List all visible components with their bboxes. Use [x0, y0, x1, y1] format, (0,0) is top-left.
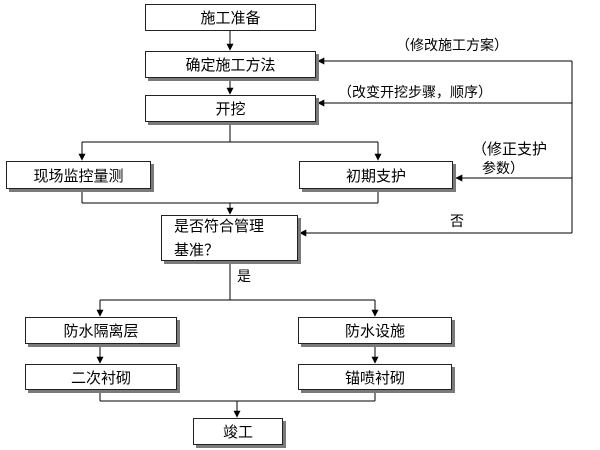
label-no: 否 — [450, 214, 464, 230]
node-check: 是否符合管理 基准？ — [161, 215, 298, 261]
label-modify-plan: （修改施工方案） — [396, 38, 508, 54]
node-secondary-lining: 二次衬砌 — [25, 364, 177, 390]
node-excavate: 开挖 — [145, 95, 316, 122]
node-check-line1: 是否符合管理 — [174, 217, 265, 235]
label-change-steps: （改变开挖步骤，顺序） — [338, 85, 492, 101]
node-monitor: 现场监控量测 — [6, 161, 151, 189]
node-complete: 竣工 — [193, 418, 283, 445]
label-fix-support-line1: （修正支护 — [472, 140, 548, 158]
node-support: 初期支护 — [299, 161, 453, 189]
node-anchor-lining: 锚喷衬砌 — [298, 364, 452, 390]
node-waterproof-facility: 防水设施 — [298, 317, 452, 344]
node-prepare: 施工准备 — [145, 4, 316, 31]
node-method: 确定施工方法 — [145, 51, 316, 78]
node-check-line2: 基准？ — [174, 241, 220, 259]
label-yes: 是 — [237, 269, 251, 285]
label-fix-support-line2: 参数） — [482, 161, 524, 177]
node-waterproof-layer: 防水隔离层 — [25, 317, 177, 344]
